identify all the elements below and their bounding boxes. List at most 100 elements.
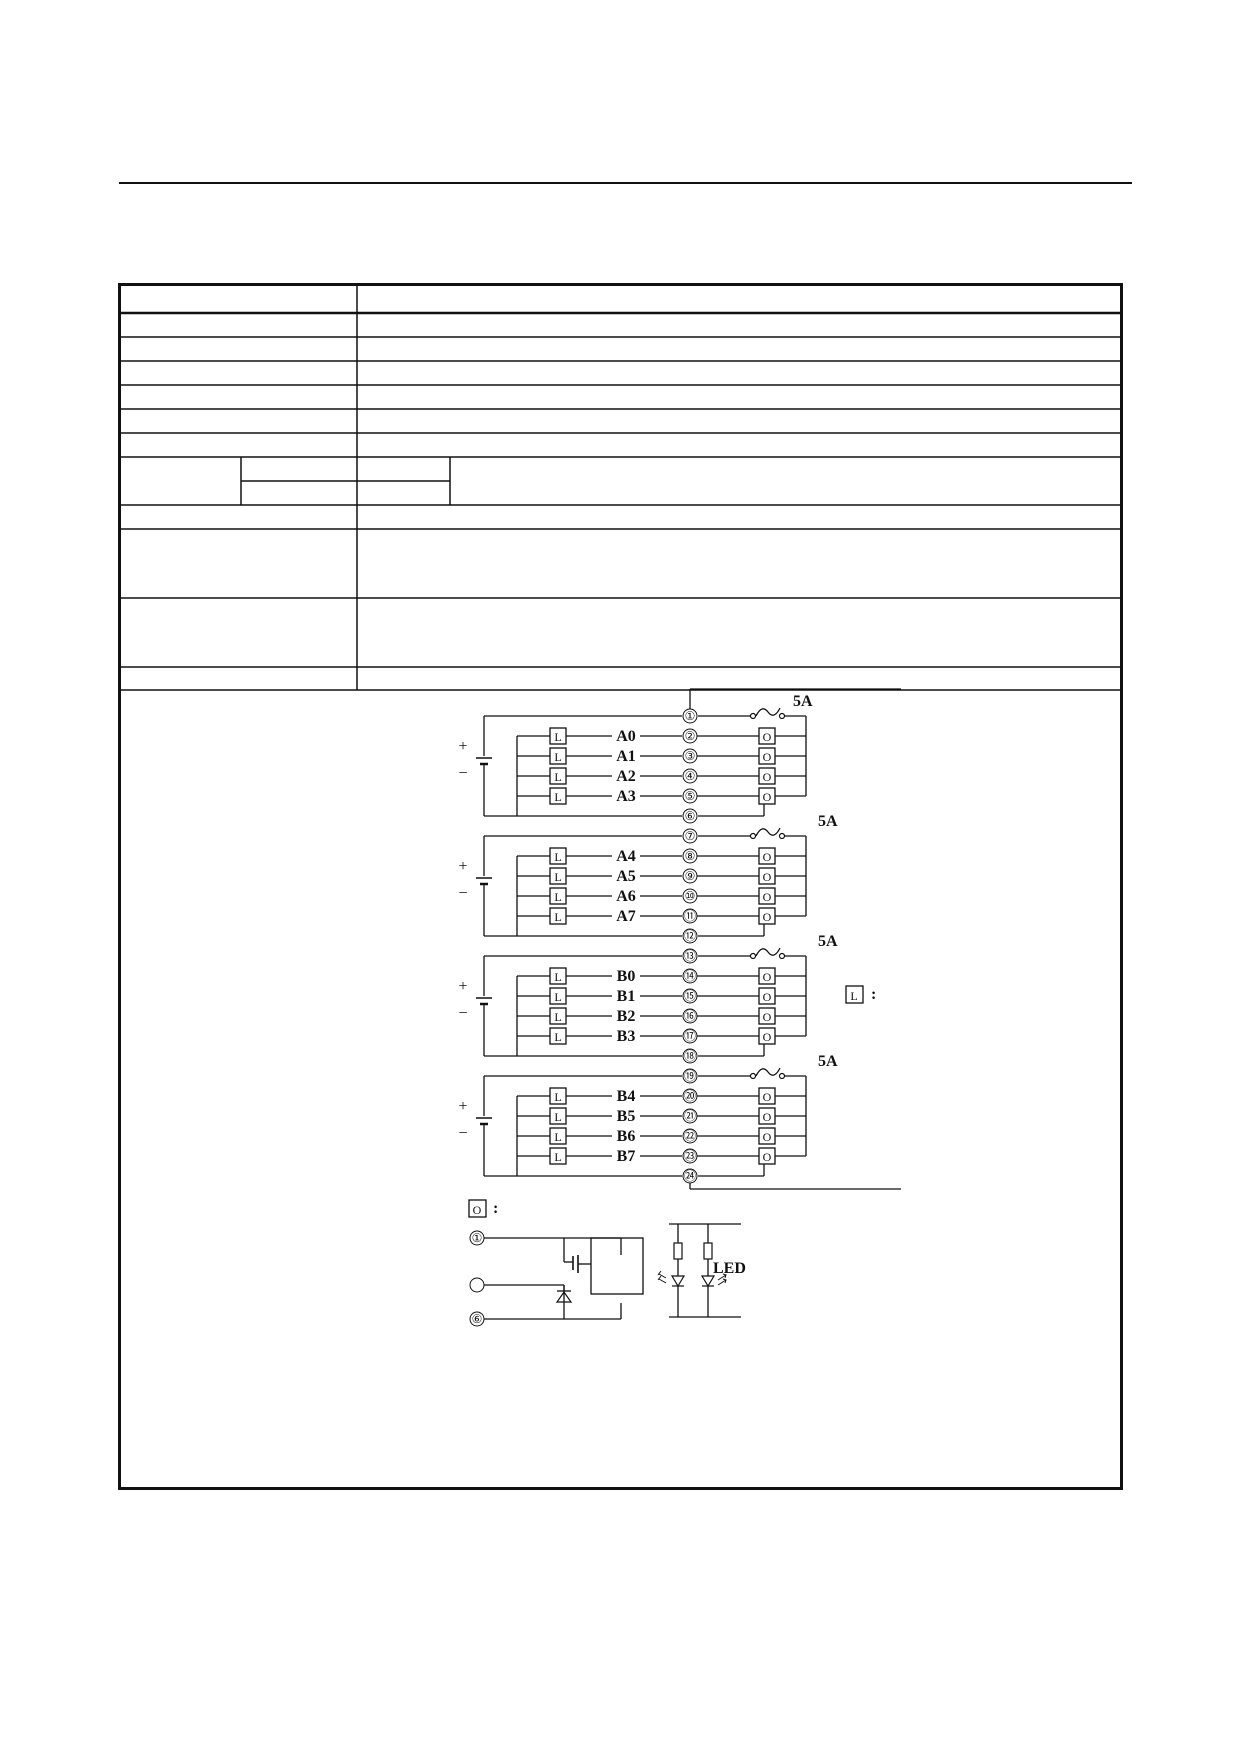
load-symbol: L <box>554 1030 561 1044</box>
output-symbol: O <box>763 770 772 784</box>
channel-label: A7 <box>616 908 636 925</box>
channel-label: B5 <box>617 1108 636 1125</box>
load-symbol: L <box>554 970 561 984</box>
channel-label: B2 <box>617 1008 636 1025</box>
load-symbol: L <box>554 770 561 784</box>
fuse-rating-label: 5A <box>818 933 838 950</box>
pin-number: ⑨ <box>685 869 696 883</box>
legend-colon: : <box>493 1200 498 1217</box>
fuse-terminal <box>749 952 757 960</box>
battery-plus-sign: + <box>458 1098 467 1115</box>
output-symbol: O <box>763 890 772 904</box>
circuit-pin-number: ⑥ <box>472 1312 483 1326</box>
pin-number: ④ <box>685 769 696 783</box>
pin-number: ⑲ <box>684 1069 696 1083</box>
fuse-symbol <box>755 947 781 957</box>
load-symbol: L <box>554 1130 561 1144</box>
fuse-terminal <box>778 832 786 840</box>
output-symbol: O <box>763 1110 772 1124</box>
channel-label: B4 <box>617 1088 636 1105</box>
circuit-pin-number: ① <box>472 1231 483 1245</box>
pin-number: ⑩ <box>685 889 696 903</box>
channel-label: A4 <box>616 848 636 865</box>
output-symbol: O <box>763 750 772 764</box>
load-symbol: L <box>554 1110 561 1124</box>
output-symbol: O <box>763 1010 772 1024</box>
driver-ic-box <box>590 1237 644 1295</box>
output-symbol: O <box>763 1150 772 1164</box>
pin-number: ㉒ <box>684 1129 696 1143</box>
pin-number: ⑱ <box>684 1049 696 1063</box>
resistor <box>703 1242 713 1260</box>
channel-label: B0 <box>617 968 636 985</box>
light-arrows <box>717 1273 727 1286</box>
channel-label: B3 <box>617 1028 636 1045</box>
opto-led <box>670 1275 686 1288</box>
pin-number: ② <box>685 729 696 743</box>
load-symbol: L <box>554 1010 561 1024</box>
load-symbol: L <box>554 790 561 804</box>
battery-minus-sign: − <box>458 885 467 902</box>
output-symbol: O <box>763 790 772 804</box>
legend-colon: : <box>871 986 876 1003</box>
fuse-terminal <box>778 712 786 720</box>
pin-circle <box>682 808 698 824</box>
pin-number: ㉓ <box>684 1149 696 1163</box>
pin-circle <box>682 1048 698 1064</box>
pin-number: ㉔ <box>684 1169 696 1183</box>
output-symbol: O <box>763 970 772 984</box>
fuse-terminal <box>749 1072 757 1080</box>
output-symbol: O <box>763 910 772 924</box>
fuse-symbol <box>755 707 781 717</box>
load-symbol: L <box>554 990 561 1004</box>
channel-label: B6 <box>617 1128 636 1145</box>
battery-plus-sign: + <box>458 978 467 995</box>
led-label: LED <box>713 1260 746 1277</box>
pin-circle <box>682 828 698 844</box>
pin-number: ⑬ <box>684 949 696 963</box>
fuse-rating-label: 5A <box>818 813 838 830</box>
channel-label: A3 <box>616 788 636 805</box>
pin-number: ⑭ <box>684 969 696 983</box>
fuse-terminal <box>749 712 757 720</box>
resistor <box>673 1242 683 1260</box>
pin-circle <box>682 1068 698 1084</box>
output-symbol: O <box>763 850 772 864</box>
load-symbol: L <box>554 730 561 744</box>
pin-number: ⑥ <box>685 809 696 823</box>
channel-label: A0 <box>616 728 636 745</box>
fuse-symbol <box>755 1067 781 1077</box>
pin-number: ⑪ <box>684 909 696 923</box>
pin-number: ⑮ <box>684 989 696 1003</box>
battery-plus-sign: + <box>458 858 467 875</box>
pin-number: ① <box>685 709 696 723</box>
load-symbol: L <box>554 910 561 924</box>
fuse-symbol <box>755 827 781 837</box>
load-symbol: L <box>554 1090 561 1104</box>
battery-minus-sign: − <box>458 1125 467 1142</box>
output-symbol: O <box>763 1130 772 1144</box>
legend-output-symbol: O <box>473 1203 482 1217</box>
pin-number: ⑳ <box>684 1089 696 1103</box>
pin-number: ㉑ <box>684 1109 696 1123</box>
output-symbol: O <box>763 730 772 744</box>
protection-diode <box>555 1290 573 1303</box>
channel-label: A2 <box>616 768 636 785</box>
pin-number: ⑫ <box>684 929 696 943</box>
output-symbol: O <box>763 870 772 884</box>
load-symbol: L <box>554 850 561 864</box>
load-symbol: L <box>554 750 561 764</box>
channel-label: A1 <box>616 748 636 765</box>
fuse-terminal <box>749 832 757 840</box>
fuse-terminal <box>778 952 786 960</box>
battery-minus-sign: − <box>458 765 467 782</box>
fuse-rating-label: 5A <box>793 693 813 710</box>
load-symbol: L <box>554 870 561 884</box>
pin-number: ⑯ <box>684 1009 696 1023</box>
output-symbol: O <box>763 1030 772 1044</box>
channel-label: A5 <box>616 868 636 885</box>
load-symbol: L <box>554 890 561 904</box>
battery-minus-sign: − <box>458 1005 467 1022</box>
